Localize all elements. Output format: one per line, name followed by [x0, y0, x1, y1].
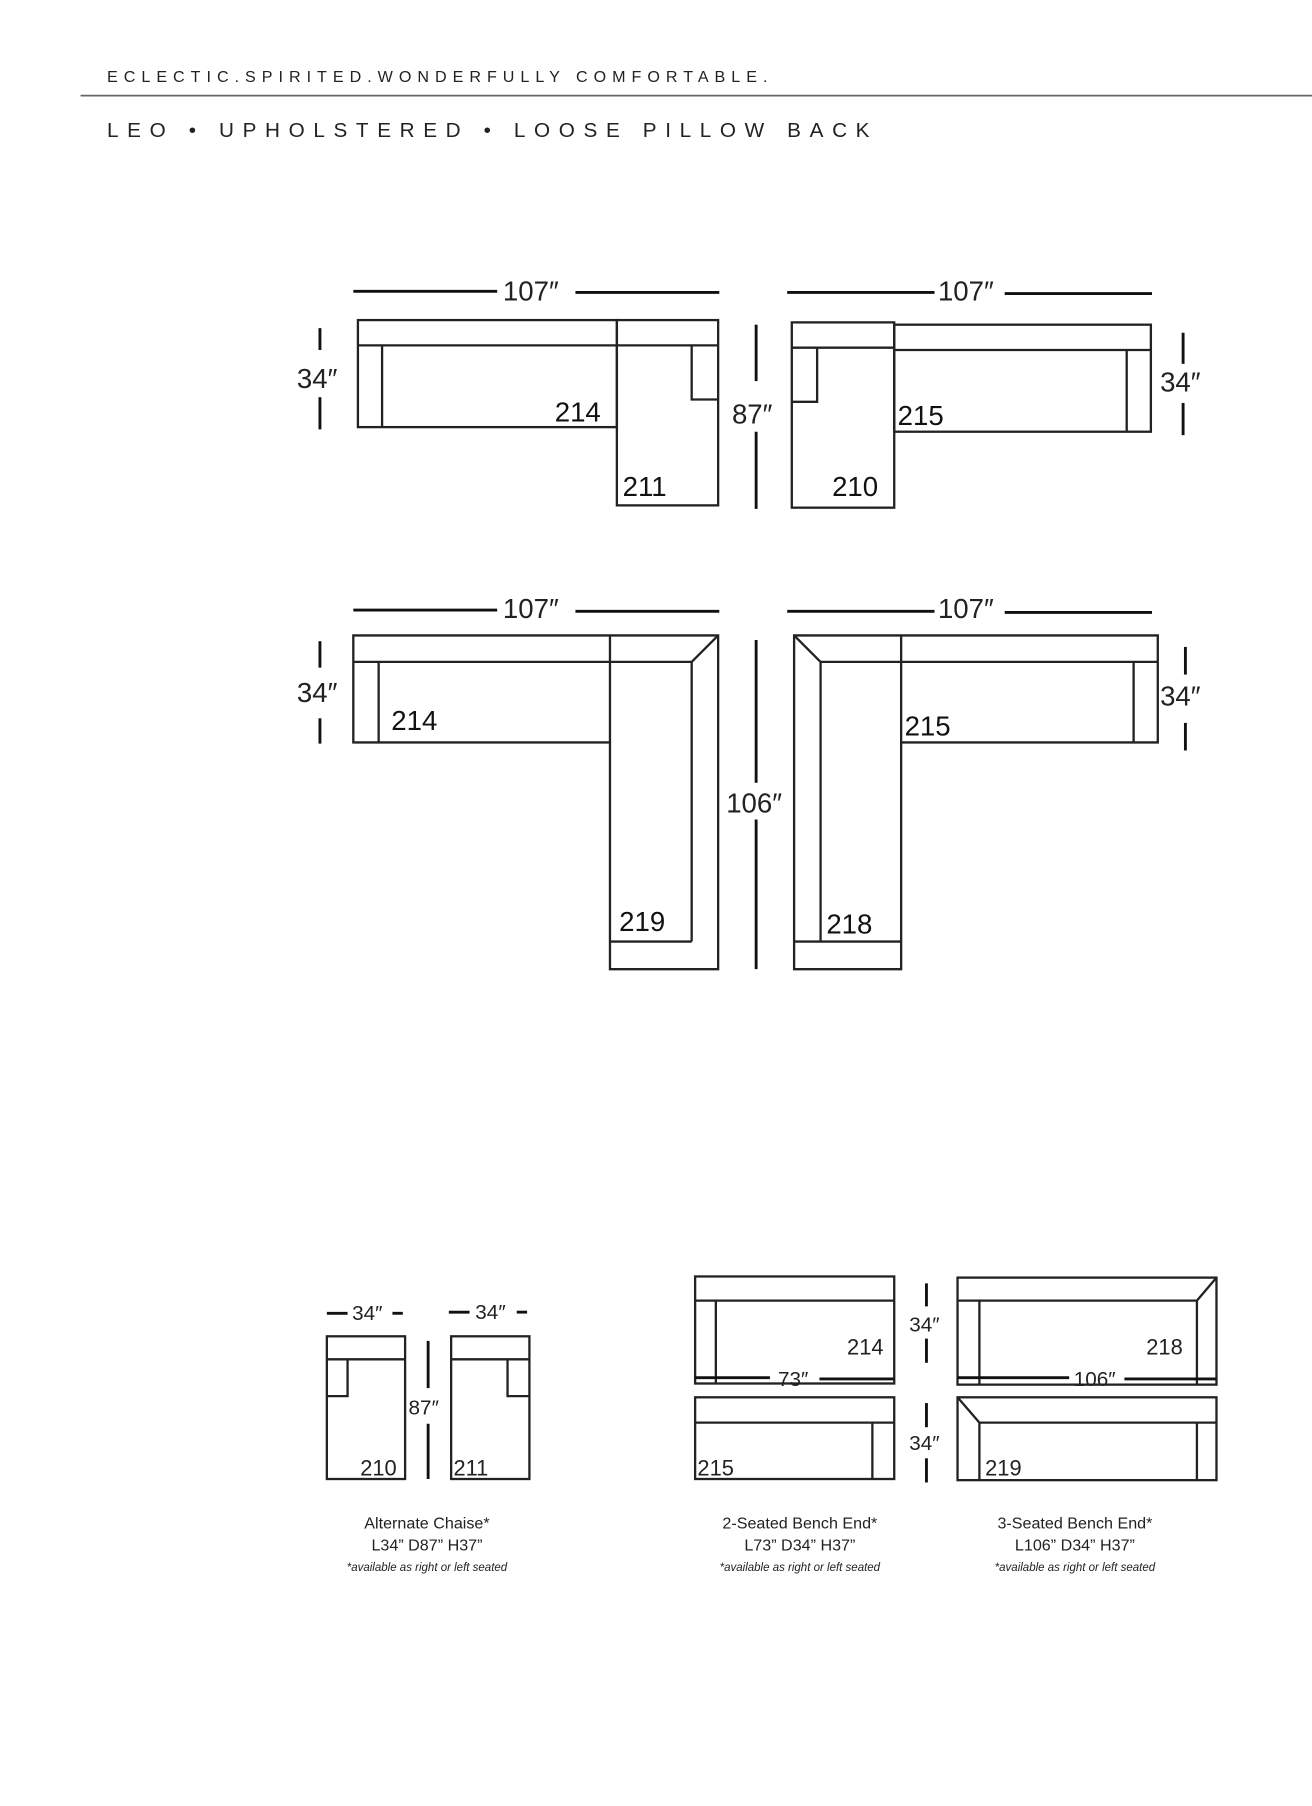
component-dims: L34” D87” H37” [371, 1536, 482, 1554]
component-dims: L73” D34” H37” [744, 1536, 855, 1554]
component-name: 3-Seated Bench End* [997, 1515, 1153, 1533]
width-label: 107″ [938, 593, 994, 624]
component-name: 2-Seated Bench End* [722, 1515, 878, 1533]
piece-label: 215 [898, 400, 944, 431]
component-note: *available as right or left seated [720, 1562, 881, 1574]
config-214-211: 107″ 214 211 34″ 87″ [297, 276, 773, 509]
two-seated-bench-end: 214 73″ 215 34″ 34″ 2-Seated Bench End* … [693, 1275, 940, 1574]
tagline: ECLECTIC.SPIRITED.WONDERFULLY COMFORTABL… [107, 68, 773, 86]
depth-label: 87″ [732, 399, 773, 430]
piece-label: 211 [623, 471, 667, 502]
width-label: 106″ [1074, 1368, 1116, 1391]
piece-label: 219 [619, 906, 665, 937]
piece-label: 214 [555, 396, 601, 427]
width-label: 73″ [778, 1368, 808, 1391]
depth-label: 34″ [297, 677, 338, 708]
three-seated-bench-end: 218 106″ 219 3-Seated Bench End* L106” D… [956, 1276, 1218, 1574]
depth-label: 34″ [909, 1432, 939, 1455]
piece-label: 214 [847, 1335, 883, 1360]
width-label: 107″ [938, 276, 994, 307]
page-title: LEO • UPHOLSTERED • LOOSE PILLOW BACK [107, 119, 878, 142]
piece-label: 218 [826, 908, 872, 939]
config-210-215: 107″ 215 210 34″ [787, 276, 1201, 509]
component-note: *available as right or left seated [347, 1562, 508, 1574]
piece-label: 218 [1146, 1335, 1182, 1360]
depth-label: 87″ [409, 1397, 439, 1420]
piece-label: 215 [697, 1456, 733, 1481]
component-note: *available as right or left seated [995, 1562, 1156, 1574]
depth-label: 34″ [297, 363, 338, 394]
piece-label: 210 [832, 471, 878, 502]
piece-label: 219 [985, 1456, 1021, 1481]
component-name: Alternate Chaise* [364, 1515, 490, 1533]
width-label: 34″ [352, 1302, 382, 1325]
component-dims: L106” D34” H37” [1015, 1536, 1135, 1554]
width-label: 34″ [475, 1301, 505, 1324]
piece-label: 211 [453, 1456, 488, 1481]
alternate-chaise: 34″ 34″ 210 211 87″ Alternate Chaise* L3… [325, 1301, 531, 1574]
piece-label: 214 [391, 705, 437, 736]
config-214-219: 107″ 214 219 34″ 106″ [297, 593, 782, 971]
config-218-215: 107″ 215 218 34″ [787, 593, 1201, 971]
width-label: 107″ [503, 593, 559, 624]
depth-label: 34″ [1160, 681, 1201, 712]
depth-label: 106″ [726, 788, 782, 819]
depth-label: 34″ [909, 1314, 939, 1337]
width-label: 107″ [503, 276, 559, 307]
piece-label: 210 [360, 1456, 396, 1481]
depth-label: 34″ [1160, 366, 1201, 397]
piece-label: 215 [905, 711, 951, 742]
